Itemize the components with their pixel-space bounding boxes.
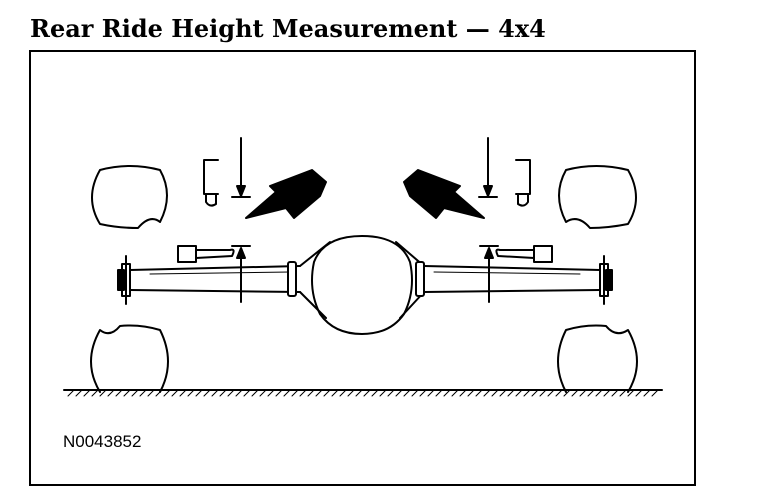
page-title: Rear Ride Height Measurement — 4x4 <box>30 14 546 43</box>
right-axle-measure-arrow <box>480 246 498 302</box>
lower-right-tire <box>558 326 637 393</box>
lower-left-tire <box>91 326 168 393</box>
right-spring-seat <box>496 246 552 262</box>
right-hub <box>600 256 612 304</box>
upper-left-tire <box>92 166 167 228</box>
left-axle-measure-arrow <box>232 246 250 302</box>
right-tube-flange <box>416 262 424 296</box>
right-pointer-arrow <box>404 170 484 218</box>
upper-right-tire <box>559 166 636 228</box>
axle-tube <box>130 266 600 292</box>
axle-tube-highlight <box>150 272 580 274</box>
differential-cover <box>312 236 412 334</box>
differential-trusses <box>300 242 424 318</box>
left-hub <box>118 256 130 304</box>
left-frame-bracket <box>204 160 218 206</box>
diagram-frame <box>29 50 696 486</box>
right-frame-bracket <box>516 160 530 206</box>
figure-id: N0043852 <box>63 432 142 451</box>
ground-hatching <box>68 390 658 396</box>
left-spring-seat <box>178 246 234 262</box>
left-pointer-arrow <box>246 170 326 218</box>
right-frame-measure-arrow <box>479 138 497 197</box>
left-tube-flange <box>288 262 296 296</box>
left-frame-measure-arrow <box>232 138 250 197</box>
